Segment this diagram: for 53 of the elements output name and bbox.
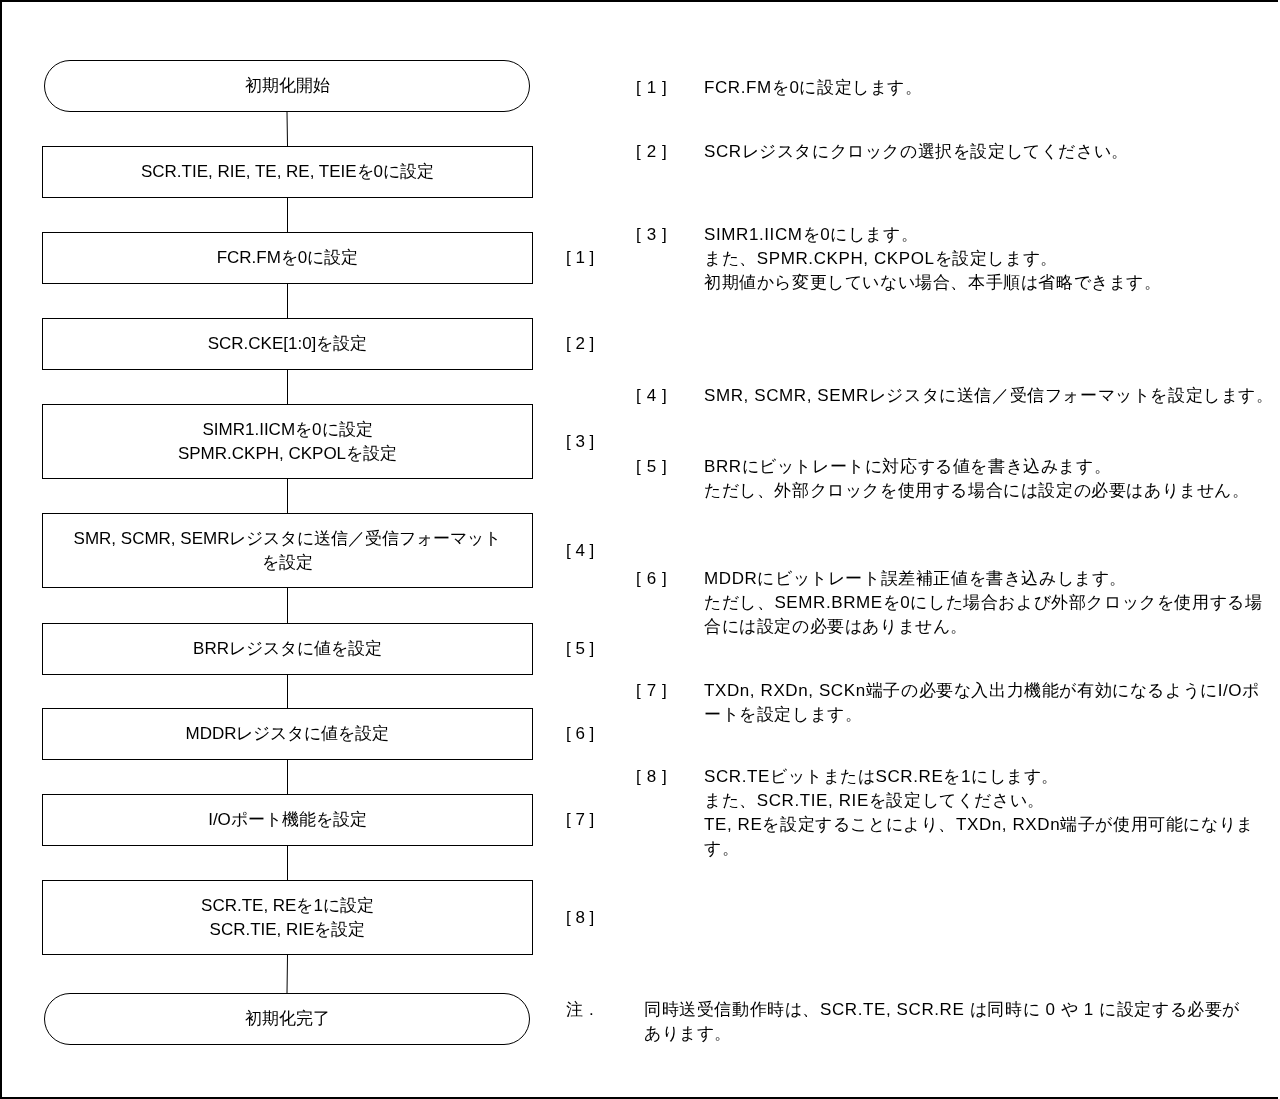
connector-line [287,369,288,405]
connector-line [287,759,288,795]
note-text: 同時送受信動作時は、SCR.TE, SCR.RE は同時に 0 や 1 に設定する必要があります。 [644,999,1241,1045]
step-number: [ 4 ] [566,539,595,562]
step-number: [ 6 ] [636,568,669,590]
connector-line [287,845,288,881]
process-box: SCR.CKE[1:0]を設定 [42,318,533,370]
step-number: [ 3 ] [636,224,669,246]
step-number: [ 8 ] [636,766,669,788]
note-text: TE, REを設定することにより、TXDn, RXDn端子が使用可能になります。 [704,814,1255,860]
step-number: [ 3 ] [566,430,595,453]
step-number: [ 5 ] [636,456,669,478]
connector-line [287,197,288,233]
process-box: SCR.TE, REを1に設定 SCR.TIE, RIEを設定 [42,880,533,955]
note-text: TXDn, RXDn, SCKn端子の必要な入出力機能が有効になるようにI/Oポートを設定します。 [704,680,1261,726]
step-number: [ 2 ] [636,141,669,163]
connector-line [286,111,288,147]
connector-line [286,954,288,994]
note-text: ただし、SEMR.BRMEを0にした場合および外部クロックを使用する場合には設定の必要はありません。 [704,592,1264,638]
step-number: [ 1 ] [636,77,669,99]
connector-line [287,283,288,319]
step-number: [ 2 ] [566,333,595,355]
process-box: I/Oポート機能を設定 [42,794,533,846]
process-box: SCR.TIE, RIE, TE, RE, TEIEを0に設定 [42,146,533,198]
terminal-box: 初期化開始 [44,60,530,112]
connector-line [287,478,288,514]
note-text: BRRにビットレートに対応する値を書き込みます。 [704,456,1113,478]
note-text: FCR.FMを0に設定します。 [704,77,924,99]
note-text: また、SPMR.CKPH, CKPOLを設定します。 [704,248,1059,270]
note-text: SIMR1.IICMを0にします。 [704,224,920,246]
step-number: [ 8 ] [566,906,595,929]
note-text: SMR, SCMR, SEMRレジスタに送信／受信フォーマットを設定します。 [704,385,1275,407]
step-number: [ 5 ] [566,638,595,660]
process-box: SMR, SCMR, SEMRレジスタに送信／受信フォーマットを設定 [42,513,533,588]
step-number: [ 1 ] [566,247,595,269]
step-number: [ 7 ] [566,809,595,831]
note-text: SCRレジスタにクロックの選択を設定してください。 [704,141,1130,163]
step-number: [ 6 ] [566,723,595,745]
note-text: また、SCR.TIE, RIEを設定してください。 [704,790,1046,812]
step-number: [ 4 ] [636,385,669,407]
note-text: MDDRにビットレート誤差補正値を書き込みします。 [704,568,1128,590]
process-box: FCR.FMを0に設定 [42,232,533,284]
process-box: MDDRレジスタに値を設定 [42,708,533,760]
terminal-box: 初期化完了 [44,993,530,1045]
process-box: SIMR1.IICMを0に設定 SPMR.CKPH, CKPOLを設定 [42,404,533,479]
connector-line [287,587,288,624]
note-text: SCR.TEビットまたはSCR.REを1にします。 [704,766,1061,788]
connector-line [287,674,288,709]
note-marker: 注 . [566,999,596,1021]
step-number: [ 7 ] [636,680,669,702]
note-text: 初期値から変更していない場合、本手順は省略できます。 [704,272,1163,294]
note-text: ただし、外部クロックを使用する場合には設定の必要はありません。 [704,480,1251,502]
process-box: BRRレジスタに値を設定 [42,623,533,675]
